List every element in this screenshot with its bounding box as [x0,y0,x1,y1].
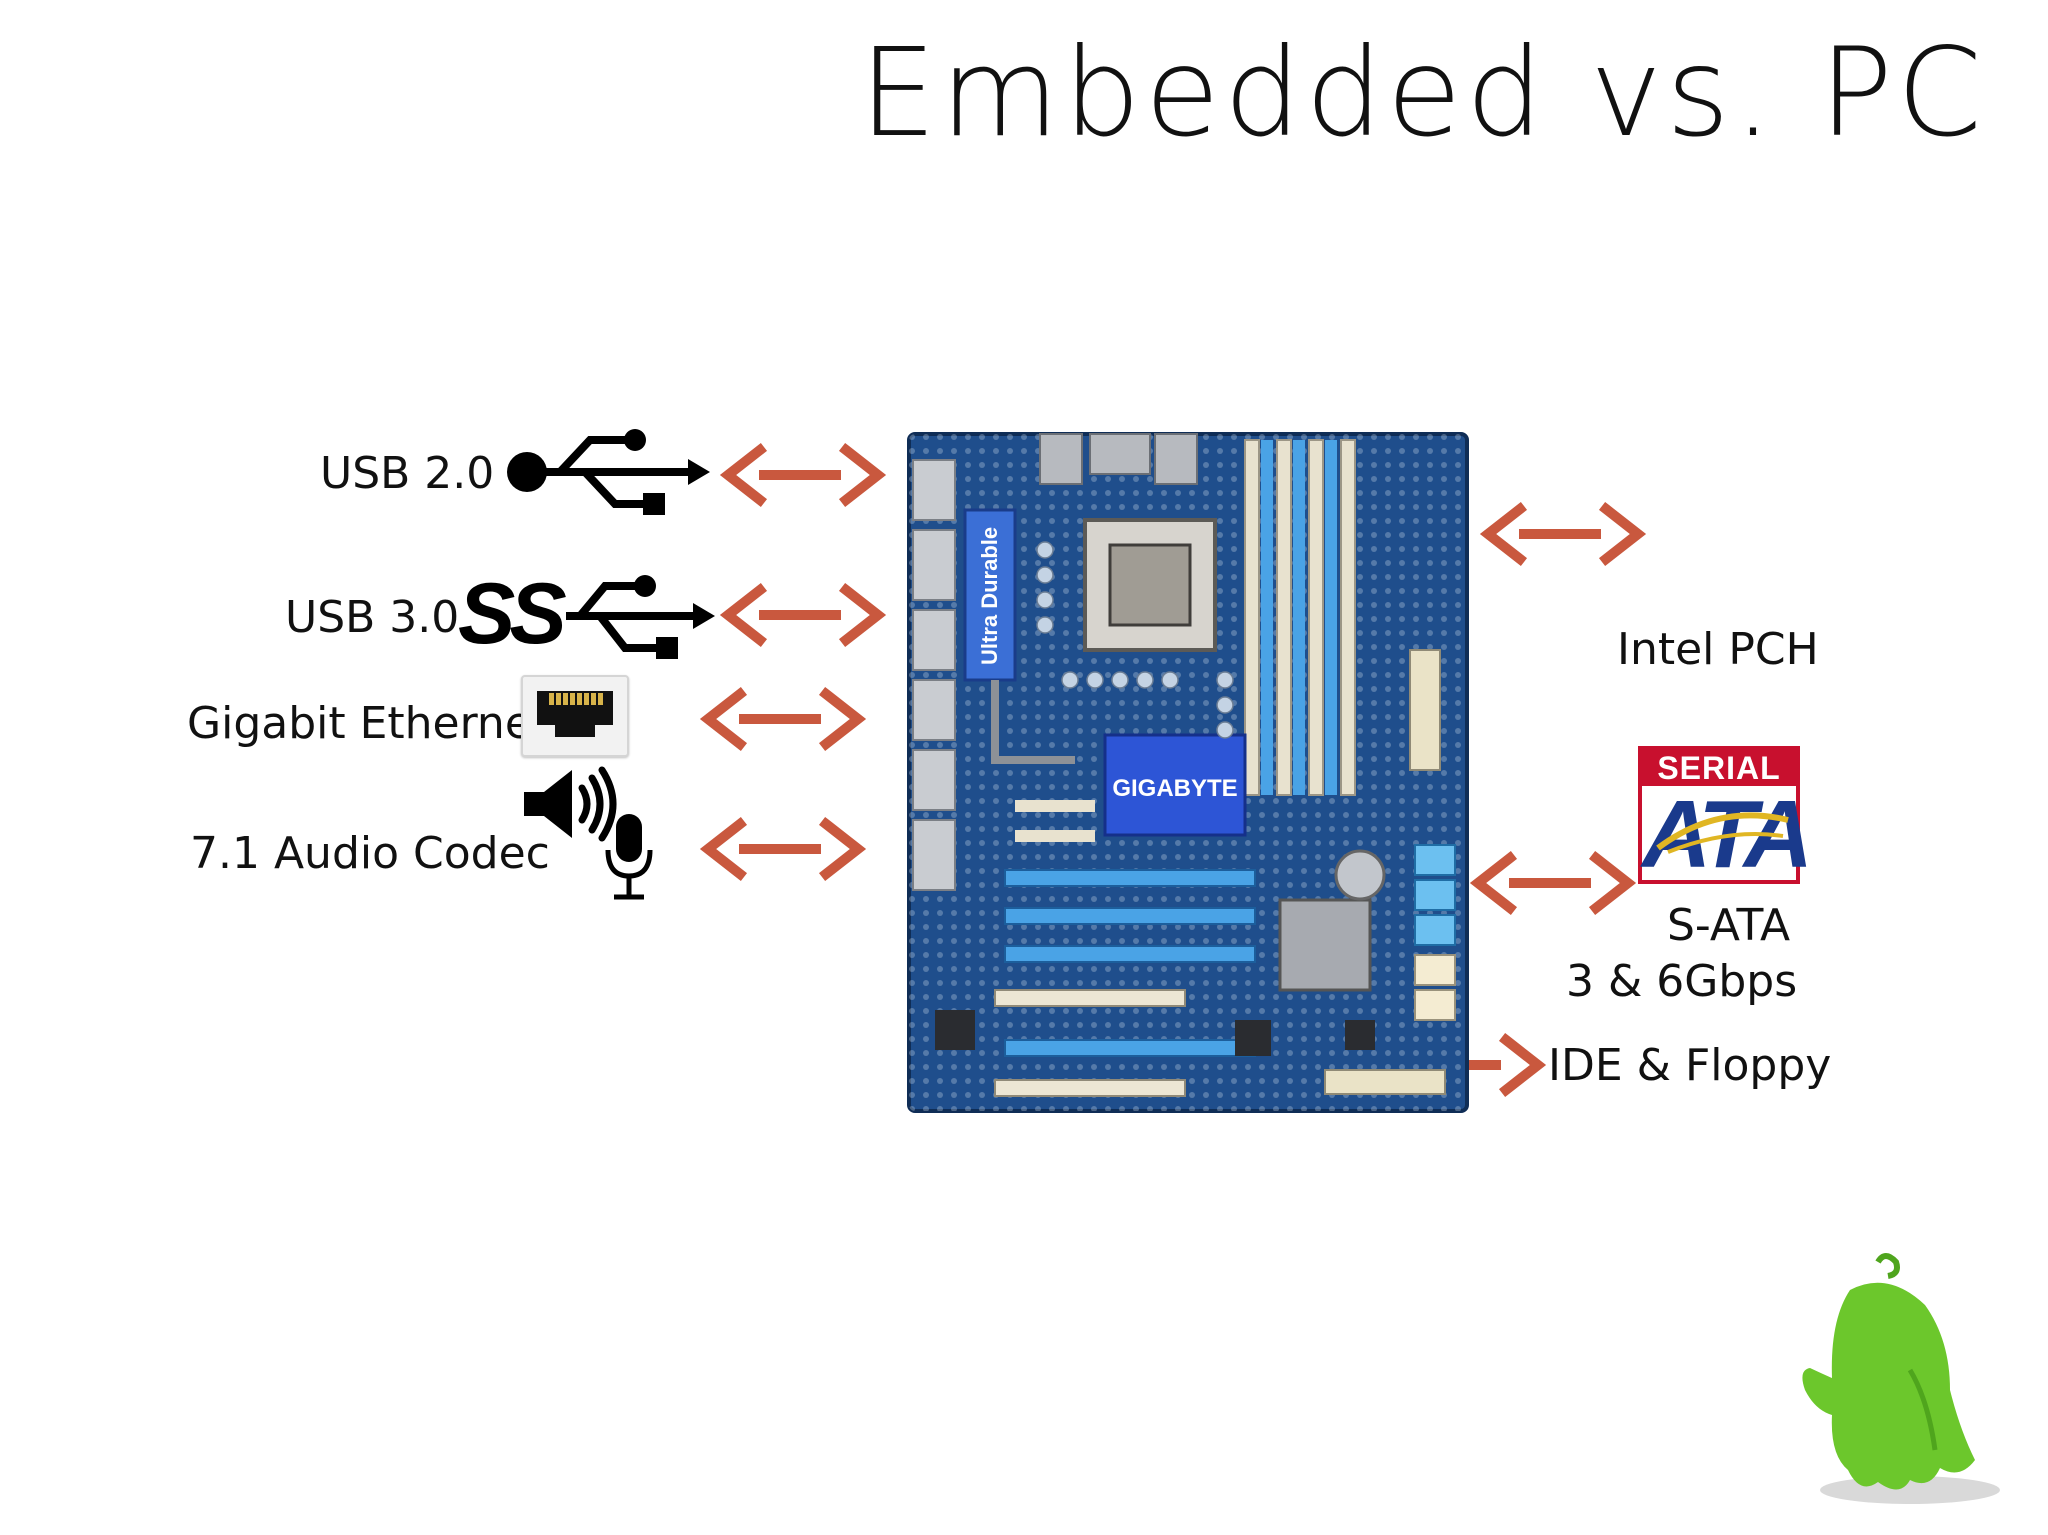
ide-floppy-label: IDE & Floppy [1548,1040,1832,1091]
arrow-usb2 [719,442,887,508]
sata-label-line2: 3 & 6Gbps [1566,956,1798,1007]
intel-pch-label: Intel PCH [1617,624,1819,675]
serial-ata-logo: SERIAL ATA [1638,746,1813,884]
arrow-audio [699,816,867,882]
gigabyte-logo: GIGABYTE [1112,775,1237,802]
mascot-icon [1802,1253,2000,1504]
serial-ata-logo-top: SERIAL [1642,750,1796,786]
usb-icon [507,429,710,515]
arrow-ethernet [699,686,867,752]
ethernet-label: Gigabit Ethernet [187,698,550,749]
slide-title: Embedded vs. PC [859,22,1986,164]
sata-label-line1: S-ATA [1667,900,1791,951]
arrow-sata [1469,850,1637,916]
ethernet-icon [521,675,629,757]
usb2-label: USB 2.0 [320,448,495,499]
arrow-usb3 [719,582,887,648]
motherboard-image: Ultra Durable GIGABYTE [907,432,1469,1113]
microphone-icon [605,814,653,900]
superspeed-logo: SS [458,566,567,662]
usb3-icon [566,575,715,659]
audio-label: 7.1 Audio Codec [190,828,550,879]
arrow-pch [1479,501,1647,567]
speaker-icon [524,766,617,842]
usb3-label: USB 3.0 [285,592,460,643]
heatsink-label: Ultra Durable [977,527,1002,665]
